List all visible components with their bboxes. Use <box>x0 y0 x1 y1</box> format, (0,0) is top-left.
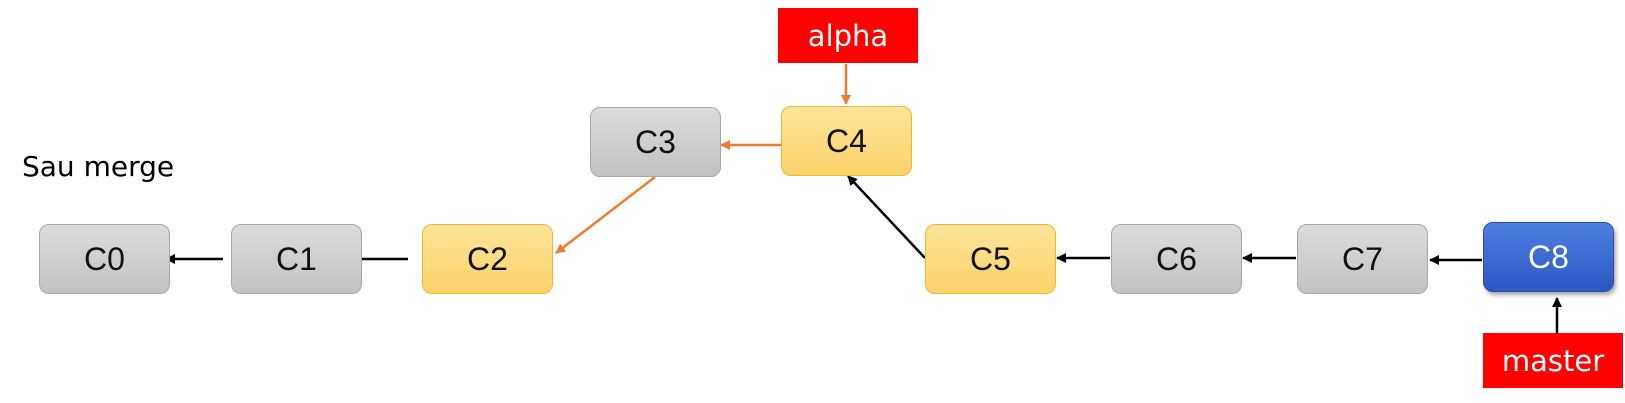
diagram-title: Sau merge <box>22 150 175 183</box>
commit-c5: C5 <box>925 224 1056 294</box>
commit-c8-head: C8 <box>1483 222 1614 292</box>
commit-c1: C1 <box>231 224 362 294</box>
commit-c2: C2 <box>422 224 553 294</box>
arrow-c5-c4 <box>847 175 926 259</box>
commit-c3: C3 <box>590 107 721 177</box>
commit-c4: C4 <box>781 106 912 176</box>
commit-c0: C0 <box>39 224 170 294</box>
commit-c6: C6 <box>1111 224 1242 294</box>
branch-label-alpha: alpha <box>778 8 918 63</box>
arrow-c3-c2 <box>555 176 656 254</box>
branch-label-master: master <box>1483 333 1623 388</box>
commit-c7: C7 <box>1297 224 1428 294</box>
